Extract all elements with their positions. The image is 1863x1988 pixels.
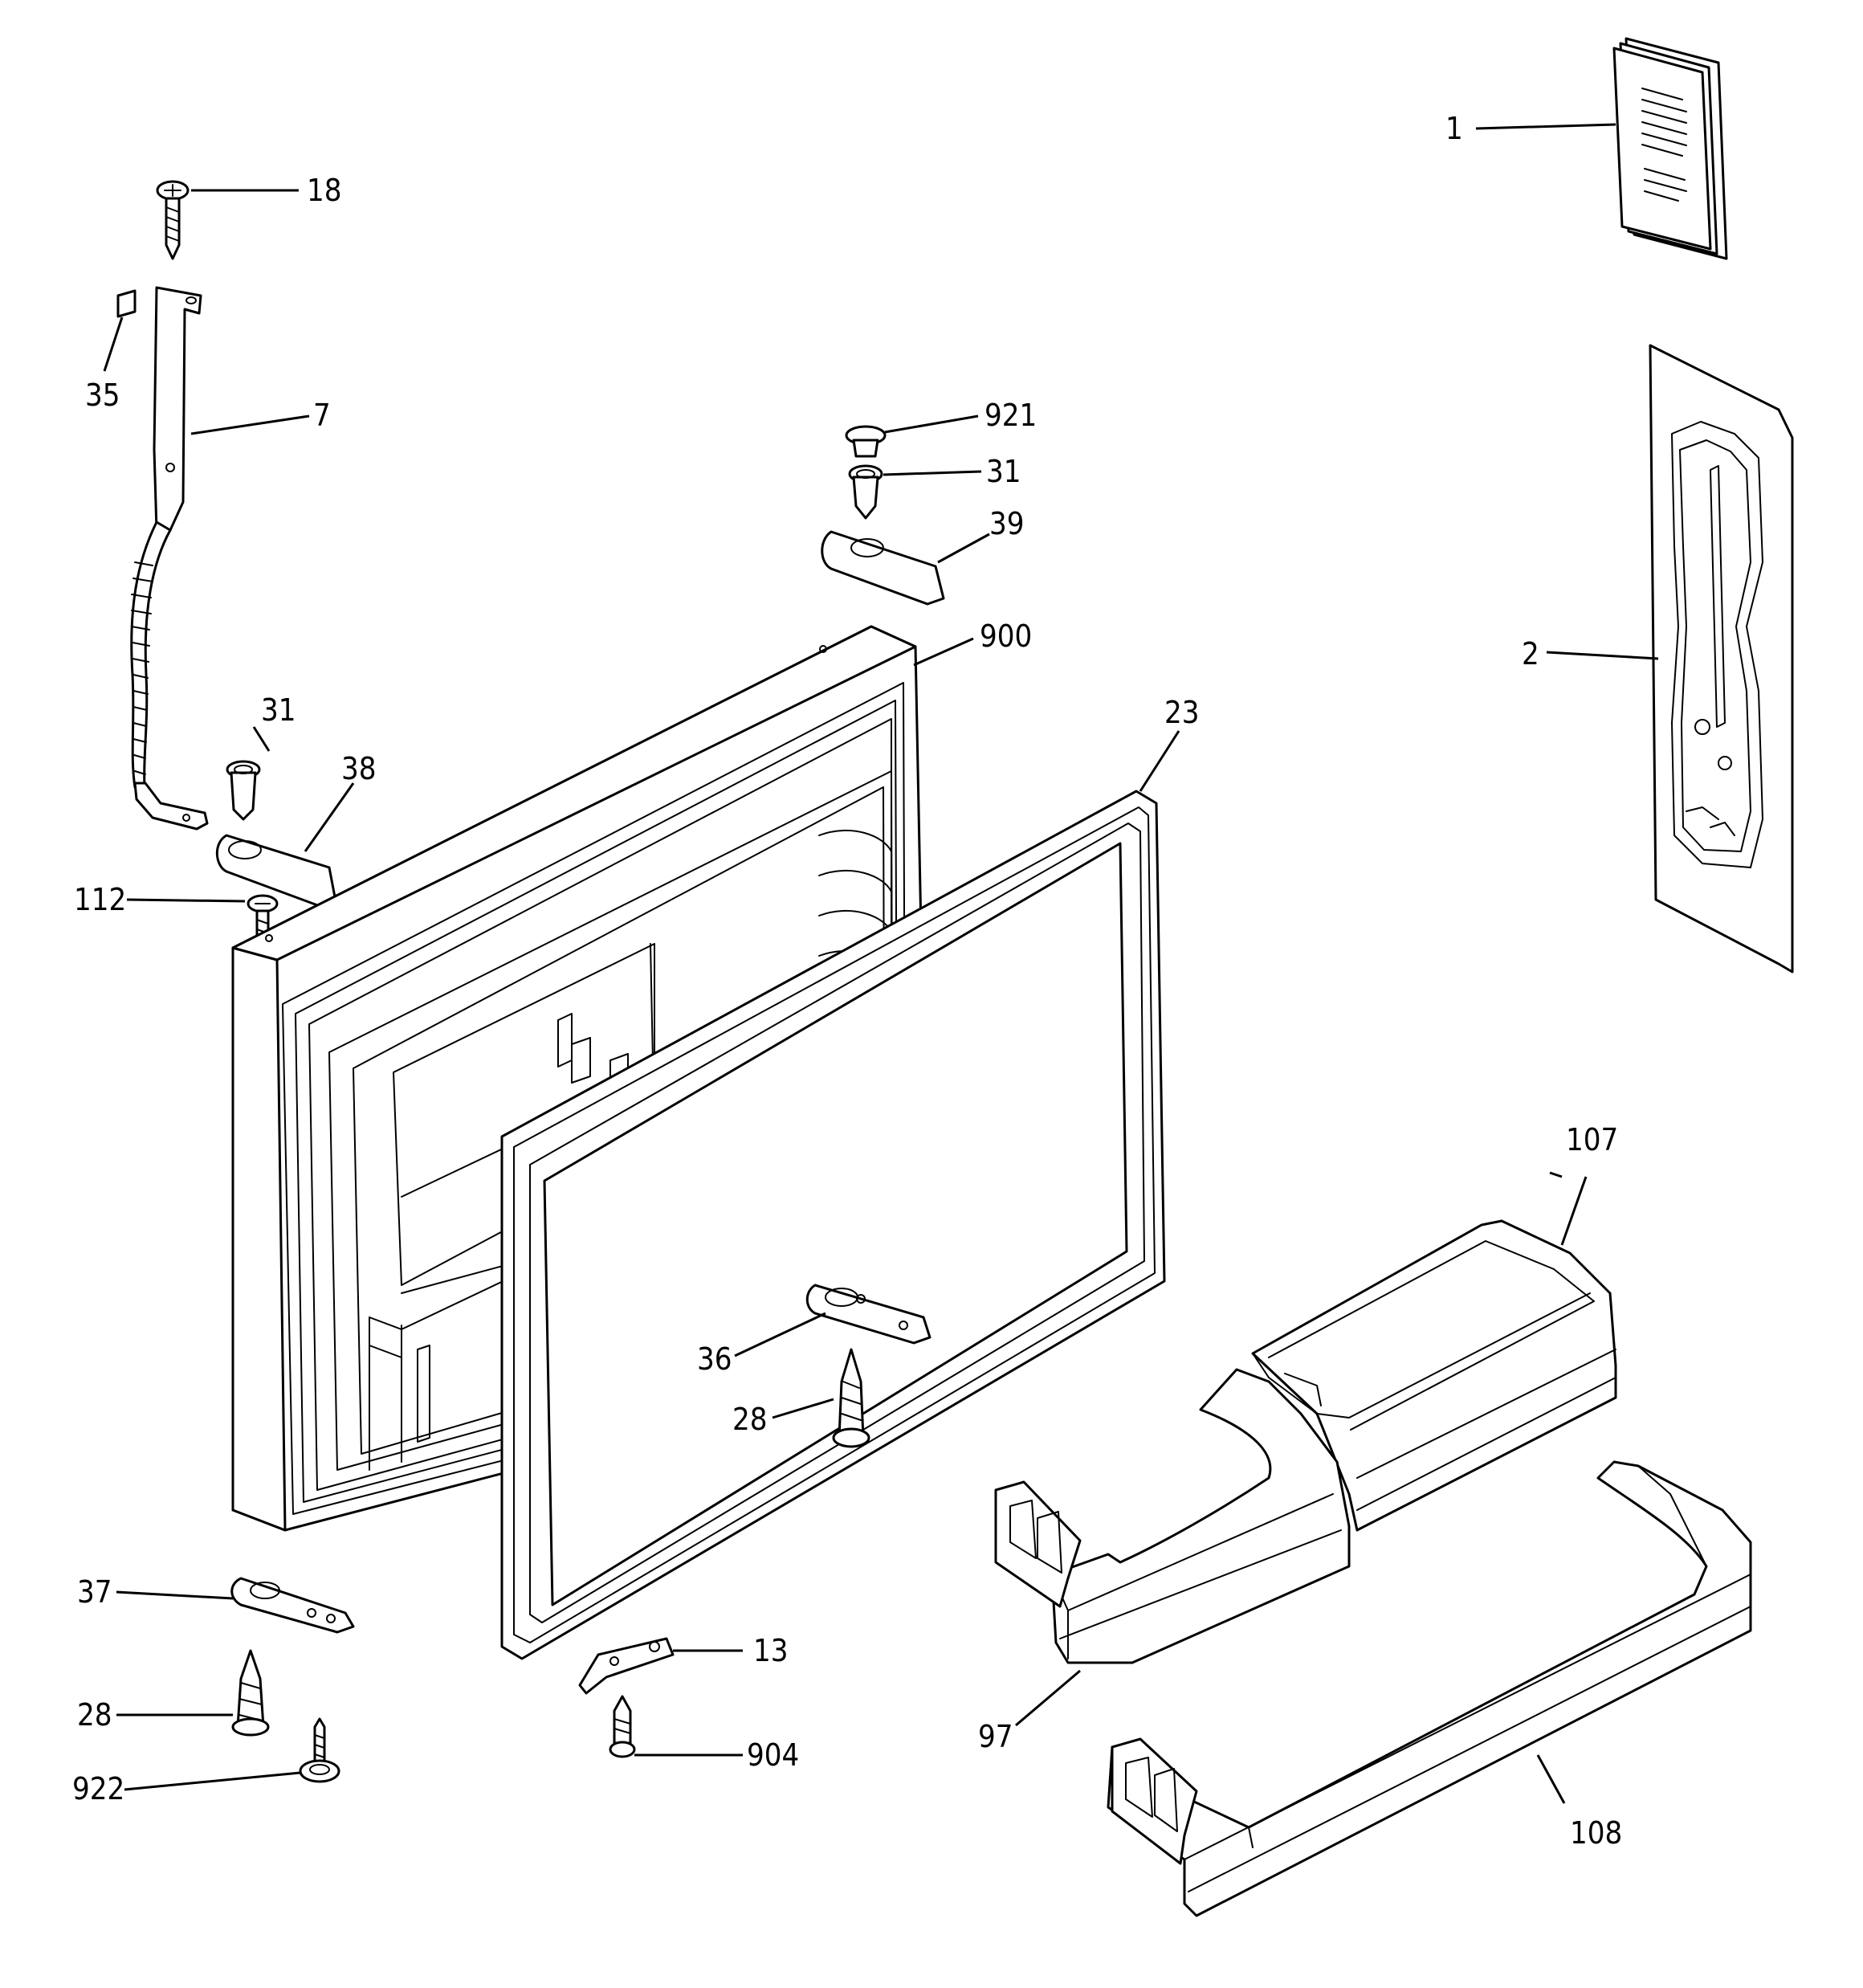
callout-37: 37: [77, 1574, 112, 1610]
callout-7: 7: [313, 398, 331, 433]
callout-108: 108: [1570, 1815, 1622, 1851]
part-39-hinge-cover: [821, 530, 945, 606]
part-922-shoulder-screw: [299, 1717, 340, 1783]
leader-lines: [103, 123, 1659, 1804]
callout-904: 904: [747, 1737, 799, 1773]
part-38-hinge-cover: [215, 834, 337, 908]
part-28-hinge-pin-center: [832, 1348, 870, 1448]
callout-13: 13: [753, 1633, 789, 1668]
part-31-bushing-left: [226, 760, 261, 821]
part-1-booklet: [1612, 37, 1728, 260]
callout-36: 36: [697, 1341, 732, 1377]
callout-900: 900: [980, 618, 1032, 654]
callout-23: 23: [1164, 695, 1200, 730]
part-28-hinge-pin-left: [231, 1649, 270, 1737]
part-31-bushing-right: [848, 464, 883, 520]
callout-labels: 1 2 7 13 18 23 28 28 31 31 35 36 37 38 3…: [72, 111, 1622, 1851]
part-35-shim: [116, 289, 137, 318]
callout-28-left: 28: [77, 1697, 112, 1733]
part-904-screw: [609, 1695, 636, 1758]
callout-921: 921: [984, 398, 1037, 433]
part-18-screw: [156, 180, 190, 260]
part-2-handle-trim: [1649, 344, 1794, 974]
callout-28-center: 28: [732, 1402, 768, 1437]
part-7-top-hinge: [130, 286, 209, 831]
part-37-hinge-bracket: [230, 1577, 355, 1634]
part-23-door-gasket: [500, 790, 1166, 1660]
callout-922: 922: [72, 1771, 124, 1806]
callout-31-left: 31: [261, 692, 296, 728]
callout-107: 107: [1566, 1122, 1618, 1157]
callout-31-right: 31: [986, 454, 1021, 489]
callout-35: 35: [85, 378, 120, 413]
part-97-small-bin: [994, 1368, 1351, 1664]
callout-2: 2: [1522, 636, 1539, 672]
part-921-plug-button: [845, 425, 887, 458]
callout-112: 112: [74, 882, 126, 917]
part-13-bottom-hinge: [578, 1637, 675, 1695]
part-36-hinge-plate: [805, 1284, 932, 1345]
callout-39: 39: [989, 506, 1025, 541]
part-108-large-bin: [1107, 1460, 1752, 1917]
callout-97: 97: [978, 1719, 1013, 1754]
callout-1: 1: [1445, 111, 1463, 146]
callout-18: 18: [307, 173, 342, 208]
callout-38: 38: [341, 751, 377, 786]
